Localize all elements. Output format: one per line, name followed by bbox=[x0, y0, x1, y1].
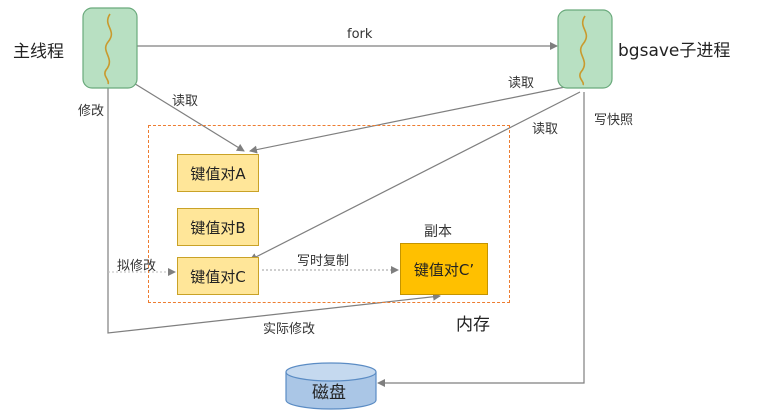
disk-icon bbox=[285, 362, 377, 410]
modify-label: 修改 bbox=[78, 104, 105, 119]
intend-modify-label: 拟修改 bbox=[117, 259, 157, 274]
actual-modify-label: 实际修改 bbox=[263, 322, 316, 337]
read-label-main: 读取 bbox=[172, 94, 199, 109]
read-label-top: 读取 bbox=[508, 76, 535, 91]
write-snapshot-label: 写快照 bbox=[594, 113, 634, 128]
bgsave-read-a-arrow bbox=[249, 85, 571, 154]
main-read-arrow bbox=[131, 81, 245, 152]
bgsave-icon bbox=[557, 9, 613, 89]
main-thread-icon bbox=[82, 7, 138, 89]
read-label-bgsave: 读取 bbox=[532, 122, 559, 137]
write-snapshot-path bbox=[377, 92, 585, 387]
main-thread-label: 主线程 bbox=[13, 42, 64, 62]
copy-label: 副本 bbox=[424, 224, 452, 240]
actual-modify-path bbox=[107, 87, 441, 334]
memory-region bbox=[148, 125, 510, 303]
fork-label: fork bbox=[347, 27, 373, 42]
kv-pair-b: 键值对B bbox=[177, 208, 259, 246]
copy-on-write-label: 写时复制 bbox=[297, 254, 350, 269]
kv-pair-c-copy: 键值对C’ bbox=[400, 243, 488, 295]
bgsave-label: bgsave子进程 bbox=[618, 41, 731, 61]
bgsave-read-c-arrow bbox=[249, 91, 581, 261]
memory-label: 内存 bbox=[456, 315, 490, 335]
kv-pair-a: 键值对A bbox=[177, 154, 259, 192]
disk-label: 磁盘 bbox=[312, 383, 346, 403]
kv-pair-c: 键值对C bbox=[177, 257, 259, 295]
